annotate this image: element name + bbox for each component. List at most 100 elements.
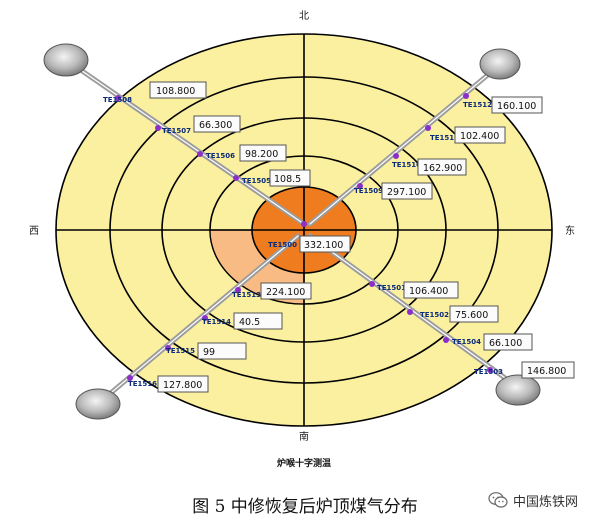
sensor-te1515: TE1515 99 [165, 342, 247, 360]
sensor-dot [369, 281, 375, 287]
sensor-value: 332.100 [304, 240, 343, 251]
sensor-label: TE1507 [162, 127, 191, 135]
wechat-icon [488, 492, 508, 508]
value-box [483, 333, 533, 351]
sensor-value: 98.200 [245, 149, 278, 160]
sensor-value: 106.400 [409, 286, 448, 297]
sensor-te1503: TE1503 146.800 [474, 361, 575, 379]
sensor-label: TE1510 [392, 161, 421, 169]
sensor-dot [407, 309, 413, 315]
sensor-te1502: TE1502 75.600 [407, 305, 499, 323]
sensor-dot [443, 337, 449, 343]
value-box [381, 182, 433, 200]
sensor-dot [127, 375, 133, 381]
sensor-value: 162.900 [423, 163, 462, 174]
sensor-value: 75.600 [455, 310, 488, 321]
watermark: 中国炼铁网 [488, 488, 608, 512]
sensor-dot [165, 345, 171, 351]
value-box [454, 126, 506, 144]
value-box [269, 169, 311, 187]
value-box [449, 305, 499, 323]
sensor-dot [393, 153, 399, 159]
sensor-te1507: TE1507 66.300 [155, 115, 241, 135]
sensor-value: 108.5 [274, 174, 301, 185]
value-box [233, 312, 283, 330]
sensor-te1504: TE1504 66.100 [443, 333, 533, 351]
sensor-te1500: TE1500 332.100 [268, 221, 351, 253]
value-box [417, 158, 467, 176]
cross-lines [56, 34, 552, 426]
sensor-dot [115, 95, 121, 101]
sensor-label: TE1513 [232, 291, 261, 299]
value-box [491, 96, 543, 114]
sensor-te1513: TE1513 224.100 [232, 282, 312, 300]
sensor-value: 40.5 [239, 317, 260, 328]
sensor-dot [357, 183, 363, 189]
sensor-dot [301, 221, 307, 227]
value-box [197, 342, 247, 360]
sensor-te1510: TE1510 162.900 [392, 153, 467, 176]
sensor-label: TE1512 [463, 101, 492, 109]
sensor-value: 66.300 [199, 120, 232, 131]
sensor-label: TE1511 [430, 134, 459, 142]
sensor-value: 146.800 [527, 366, 566, 377]
sensor-value: 102.400 [460, 131, 499, 142]
sensor-label: TE1516 [128, 380, 157, 388]
sensor-value: 66.100 [489, 338, 522, 349]
sensor-dot [235, 287, 241, 293]
direction-north: 北 [299, 10, 309, 22]
value-box [239, 144, 287, 162]
figure-caption: 图 5 中修恢复后炉顶煤气分布 [192, 497, 418, 517]
sensor-label: TE1508 [103, 96, 132, 104]
sensor-label: TE1502 [420, 311, 449, 319]
sensor-dot [202, 315, 208, 321]
probe-head-sw [75, 388, 121, 420]
value-box [299, 235, 351, 253]
diagram-label: 炉喉十字测温 [277, 457, 331, 469]
value-box [193, 115, 241, 133]
sensor-dot [463, 93, 469, 99]
sensor-te1506: TE1506 98.200 [197, 144, 287, 162]
probe-head-nw [43, 43, 89, 77]
value-box [157, 375, 209, 393]
sensor-label: TE1500 [268, 241, 297, 249]
sensor-te1512: TE1512 160.100 [463, 93, 543, 114]
direction-south: 南 [299, 430, 309, 443]
sensor-te1516: TE1516 127.800 [127, 375, 209, 393]
direction-west: 西 [29, 226, 39, 237]
sensor-label: TE1504 [452, 338, 481, 346]
value-box [521, 361, 575, 379]
sensor-te1508: TE1508 108.800 [103, 81, 207, 104]
sensor-value: 108.800 [156, 86, 195, 97]
sensor-value: 224.100 [266, 287, 305, 298]
sensor-dot [425, 125, 431, 131]
sensor-te1514: TE1514 40.5 [202, 312, 283, 330]
value-box [149, 81, 207, 99]
watermark-text: 中国炼铁网 [513, 494, 579, 510]
sensor-value: 297.100 [387, 187, 426, 198]
sensor-dot [487, 367, 493, 373]
sensor-label: TE1505 [242, 177, 271, 185]
sensor-dot [233, 175, 239, 181]
probe-head-ne [479, 48, 521, 80]
sensor-value: 160.100 [497, 101, 536, 112]
sensor-te1509: TE1509 297.100 [354, 182, 433, 200]
value-box [403, 281, 459, 299]
sensor-te1505: TE1505 108.5 [233, 169, 311, 187]
sensor-label: TE1509 [354, 187, 383, 195]
sensor-label: TE1503 [474, 368, 503, 376]
sensor-label: TE1514 [202, 318, 231, 326]
sensor-label: TE1501 [377, 284, 406, 292]
sensor-dot [155, 125, 161, 131]
value-box [260, 282, 312, 300]
sensor-value: 99 [203, 347, 215, 358]
sensor-te1511: TE1511 102.400 [425, 125, 506, 144]
sensor-label: TE1515 [166, 347, 195, 355]
probe-head-se [495, 374, 541, 406]
sensor-dot [197, 151, 203, 157]
sensor-te1501: TE1501 106.400 [369, 281, 459, 299]
sensor-value: 127.800 [163, 380, 202, 391]
direction-east: 东 [565, 224, 575, 237]
sensor-label: TE1506 [206, 152, 235, 160]
